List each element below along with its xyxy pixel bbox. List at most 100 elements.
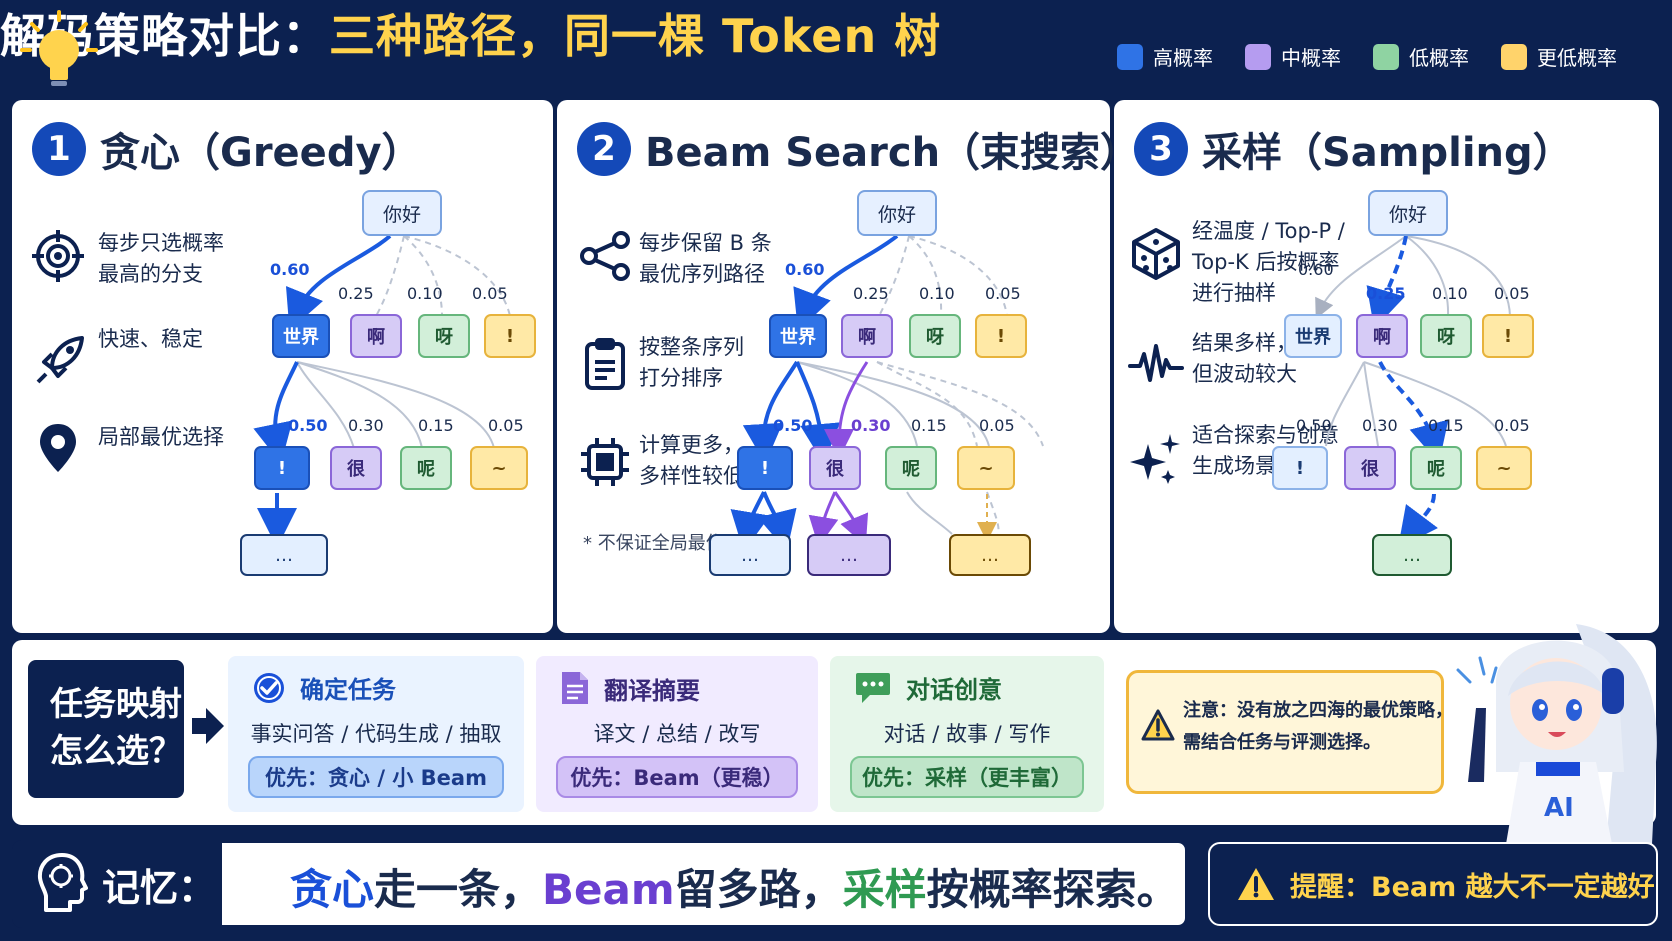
tree-edges <box>1315 235 1511 548</box>
ellipsis-node: … <box>240 534 328 576</box>
feature-text: 生成场景 <box>1192 454 1276 478</box>
prob-label: 0.50 <box>773 416 813 435</box>
reminder-banner: 提醒：Beam 越大不一定越好 <box>1208 842 1658 926</box>
prob-label: 0.50 <box>1296 416 1332 435</box>
dice-icon <box>1132 228 1180 280</box>
ellipsis-node: … <box>1372 534 1452 576</box>
feature-text: 打分排序 <box>639 366 723 390</box>
target-icon <box>32 230 84 282</box>
step-number: 2 <box>577 122 631 176</box>
step-number: 3 <box>1134 122 1188 176</box>
prob-label: 0.15 <box>1428 416 1464 435</box>
feature-text: 结果多样， <box>1192 331 1297 355</box>
task-card-subtitle: 译文 / 总结 / 改写 <box>593 722 761 746</box>
token-node: 啊 <box>841 314 893 358</box>
task-card-subtitle: 事实问答 / 代码生成 / 抽取 <box>250 722 502 746</box>
cpu-chip-icon <box>581 438 629 486</box>
prob-label: 0.30 <box>851 416 891 435</box>
ai-mascot-illustration: AI <box>1456 624 1657 844</box>
feature-text: 局部最优选择 <box>98 425 224 449</box>
task-card-title: 确定任务 <box>300 676 396 704</box>
feature-text: 经温度 / Top-P / <box>1192 219 1345 243</box>
token-node: ! <box>975 314 1027 358</box>
rocket-icon <box>36 336 84 384</box>
note-text: 注意：没有放之四海的最优策略， <box>1183 700 1453 721</box>
token-node: ! <box>1272 446 1328 490</box>
arrow-right-icon <box>192 708 224 744</box>
token-node: ! <box>254 446 310 490</box>
priority-pill: 优先：采样（更丰富） <box>850 756 1084 798</box>
task-card-subtitle: 对话 / 故事 / 写作 <box>883 722 1051 746</box>
token-node: 世界 <box>1284 314 1342 358</box>
feature-text: 每步只选概率 <box>98 231 224 255</box>
prob-label: 0.25 <box>853 284 889 303</box>
tree-edges <box>730 234 1044 552</box>
prob-label: 0.30 <box>348 416 384 435</box>
feature-text: 多样性较低 <box>639 464 744 488</box>
prob-label: 0.05 <box>1494 416 1530 435</box>
page-title: 解码策略对比：三种路径，同一棵 Token 树 <box>0 9 942 63</box>
tree-root-node: 你好 <box>362 190 442 236</box>
prob-label: 0.05 <box>472 284 508 303</box>
prob-label: 0.60 <box>270 260 310 279</box>
feature-text: 最优序列路径 <box>639 262 765 286</box>
feature-text: 最高的分支 <box>98 262 203 286</box>
beam-footnote: * 不保证全局最优 <box>583 533 724 554</box>
prob-label: 0.25 <box>1366 284 1406 303</box>
priority-pill: 优先：Beam（更稳） <box>556 756 798 798</box>
feature-text: 计算更多， <box>639 433 744 457</box>
token-node: 呀 <box>1420 314 1472 358</box>
sparkle-icon <box>1130 434 1180 484</box>
token-node: 很 <box>330 446 382 490</box>
ellipsis-node: … <box>807 534 891 576</box>
ellipsis-node: … <box>709 534 791 576</box>
warning-icon <box>1141 709 1175 741</box>
token-node: 呀 <box>418 314 470 358</box>
feature-text: 但波动较大 <box>1192 362 1297 386</box>
feature-text: 进行抽样 <box>1192 281 1276 305</box>
legend-swatch <box>1373 43 1399 70</box>
prob-label: 0.05 <box>1494 284 1530 303</box>
priority-pill: 优先：贪心 / 小 Beam <box>248 756 504 798</box>
prob-label: 0.05 <box>488 416 524 435</box>
token-node: 啊 <box>350 314 402 358</box>
feature-text: 按整条序列 <box>639 335 744 359</box>
token-node: 呢 <box>885 446 937 490</box>
step-number: 1 <box>32 122 86 176</box>
legend-swatch <box>1245 43 1271 70</box>
brain-head-icon <box>37 853 88 912</box>
tree-edges <box>253 234 511 548</box>
prob-label: 0.15 <box>911 416 947 435</box>
share-nodes-icon <box>580 231 630 281</box>
panel-title: 贪心（Greedy） <box>100 130 422 176</box>
clipboard-list-icon <box>585 338 625 390</box>
token-node: ~ <box>957 446 1015 490</box>
legend-lower: 更低概率 <box>1501 42 1617 71</box>
prob-label: 0.05 <box>985 284 1021 303</box>
memory-label: 记忆： <box>12 840 222 928</box>
token-node: ! <box>737 446 793 490</box>
prob-label: 0.05 <box>979 416 1015 435</box>
token-node: 世界 <box>272 314 330 358</box>
panel-title: Beam Search（束搜索） <box>645 130 1141 176</box>
prob-label: 0.60 <box>1298 260 1334 279</box>
task-map-question: 任务映射怎么选？ <box>28 660 184 798</box>
panel-title: 采样（Sampling） <box>1202 130 1573 176</box>
tree-root-node: 你好 <box>1368 190 1448 236</box>
feature-text: 适合探索与创意 <box>1192 423 1339 447</box>
legend-medium: 中概率 <box>1245 42 1341 71</box>
token-node: 啊 <box>1356 314 1408 358</box>
tree-root-node: 你好 <box>857 190 937 236</box>
token-node: 很 <box>809 446 861 490</box>
warning-icon <box>1238 868 1274 900</box>
check-circle-icon <box>254 672 284 703</box>
task-card-title: 翻译摘要 <box>604 676 700 705</box>
document-icon <box>562 672 588 704</box>
prob-label: 0.30 <box>1362 416 1398 435</box>
feature-text: 快速、稳定 <box>98 327 203 351</box>
prob-label: 0.10 <box>919 284 955 303</box>
prob-label: 0.50 <box>288 416 328 435</box>
legend-low: 低概率 <box>1373 42 1469 71</box>
task-card-creative: 对话创意 对话 / 故事 / 写作 优先：采样（更丰富） <box>830 656 1104 812</box>
